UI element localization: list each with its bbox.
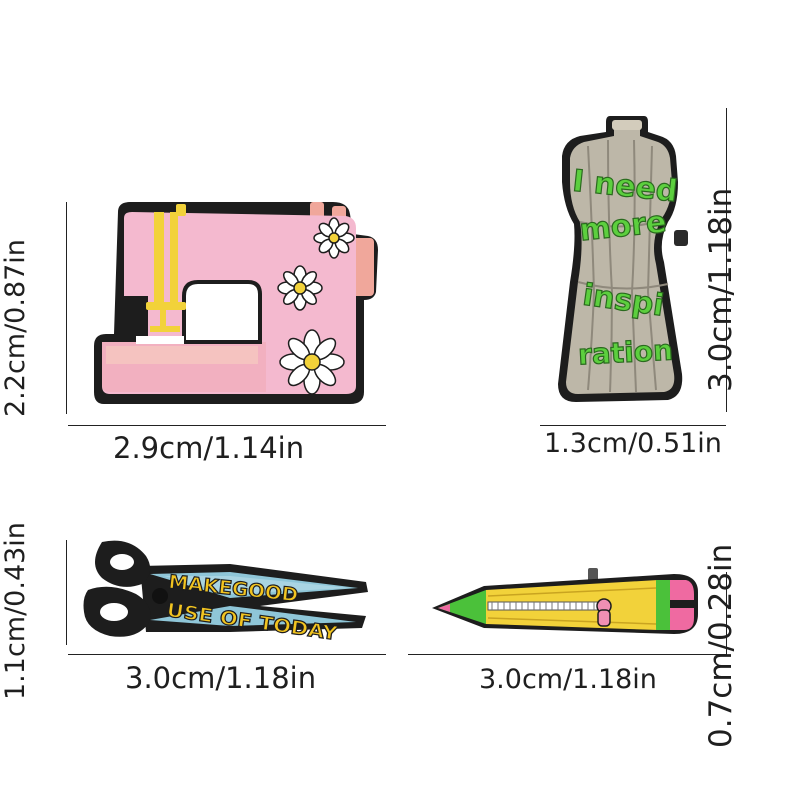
sewing-machine-width-label: 2.9cm/1.14in xyxy=(113,431,305,465)
dimension-line-vertical xyxy=(726,572,727,656)
scissors-width-label: 3.0cm/1.18in xyxy=(125,661,317,695)
dimension-line-horizontal xyxy=(68,654,386,655)
daisy-icon xyxy=(313,217,355,259)
pencil-pin xyxy=(432,568,698,634)
pencil-width-label: 3.0cm/1.18in xyxy=(479,664,657,695)
scissors-height-label: 1.1cm/0.43in xyxy=(0,522,31,700)
dimension-line-horizontal xyxy=(408,654,726,655)
sewing-machine-pin xyxy=(94,202,378,404)
dress-form-text-line: ration xyxy=(577,334,673,372)
dress-form-width-label: 1.3cm/0.51in xyxy=(544,428,722,459)
dimension-line-vertical xyxy=(66,540,67,645)
dimension-line-horizontal xyxy=(68,425,386,426)
dress-form-height-label: 3.0cm/1.18in xyxy=(703,187,739,392)
dimension-line-vertical xyxy=(726,108,727,412)
dimension-line-horizontal xyxy=(540,425,726,426)
sewing-machine-height-label: 2.2cm/0.87in xyxy=(0,239,31,417)
daisy-icon xyxy=(279,329,345,395)
dimension-line-vertical xyxy=(66,202,67,414)
scissors-pin: MAKEGOOD USE OF TODAY xyxy=(83,540,368,646)
daisy-icon xyxy=(277,265,323,311)
dress-form-pin: I need more inspi ration xyxy=(558,116,688,402)
pencil-height-label: 0.7cm/0.28in xyxy=(703,543,739,748)
